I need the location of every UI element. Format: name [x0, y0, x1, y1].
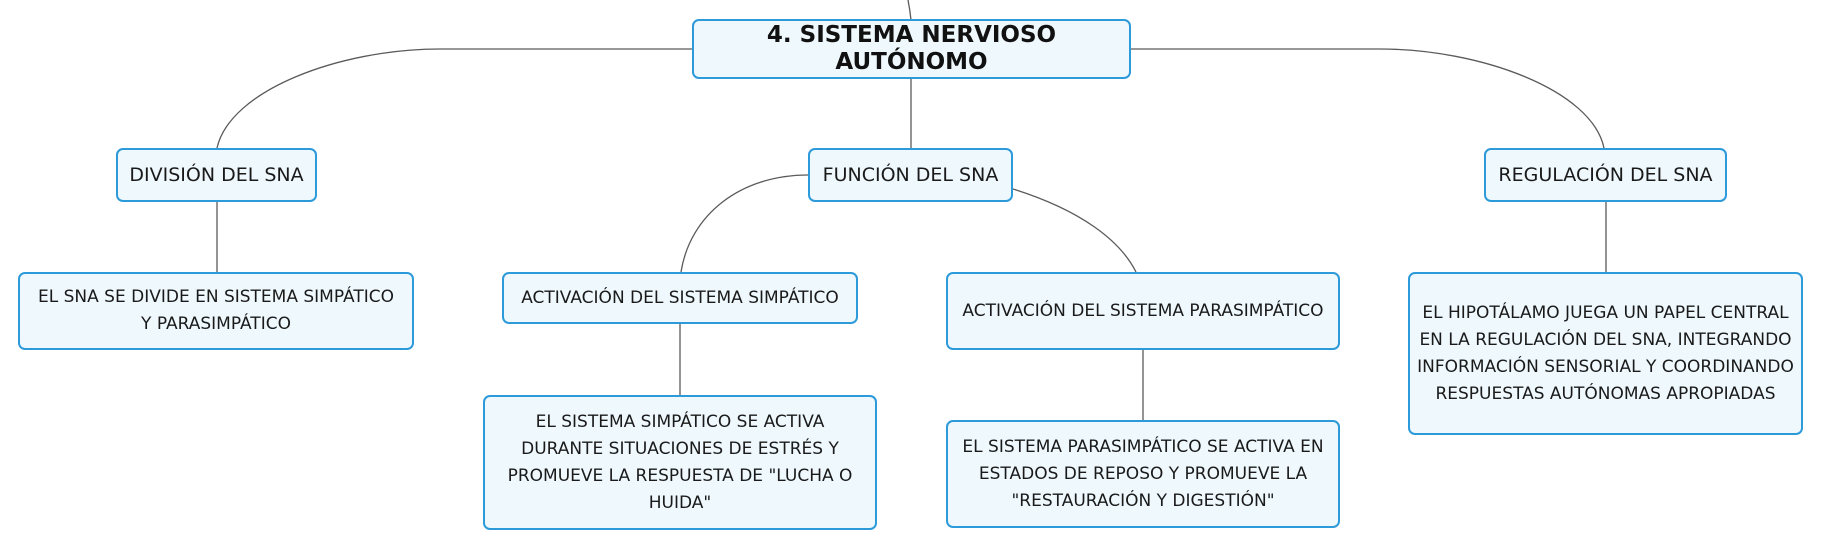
- parasimpatico-activation-node[interactable]: ACTIVACIÓN DEL SISTEMA PARASIMPÁTICO: [946, 272, 1340, 350]
- parasimpatico-activation-label: ACTIVACIÓN DEL SISTEMA PARASIMPÁTICO: [962, 300, 1324, 321]
- simpatico-detail-node[interactable]: EL SISTEMA SIMPÁTICO SE ACTIVA DURANTE S…: [483, 395, 877, 530]
- division-detail-node[interactable]: EL SNA SE DIVIDE EN SISTEMA SIMPÁTICO Y …: [18, 272, 414, 350]
- topic-division-label: DIVISIÓN DEL SNA: [129, 163, 304, 186]
- root-node-label: 4. SISTEMA NERVIOSO AUTÓNOMO: [766, 22, 1057, 75]
- topic-funcion-node[interactable]: FUNCIÓN DEL SNA: [808, 148, 1013, 202]
- division-detail-text: EL SNA SE DIVIDE EN SISTEMA SIMPÁTICO Y …: [38, 287, 394, 334]
- simpatico-detail-text: EL SISTEMA SIMPÁTICO SE ACTIVA DURANTE S…: [507, 411, 853, 513]
- connector-parent-to-root: [907, 0, 912, 21]
- regulacion-detail-node[interactable]: EL HIPOTÁLAMO JUEGA UN PAPEL CENTRAL EN …: [1408, 272, 1803, 435]
- topic-funcion-label: FUNCIÓN DEL SNA: [822, 163, 999, 186]
- connector-root-to-division: [216, 48, 693, 149]
- topic-regulacion-label: REGULACIÓN DEL SNA: [1498, 163, 1713, 186]
- root-node[interactable]: 4. SISTEMA NERVIOSO AUTÓNOMO: [692, 19, 1131, 79]
- connector-root-to-regulacion: [1131, 48, 1605, 149]
- connector-funcion-to-simpatico: [680, 174, 809, 273]
- regulacion-detail-text: EL HIPOTÁLAMO JUEGA UN PAPEL CENTRAL EN …: [1417, 302, 1794, 404]
- topic-regulacion-node[interactable]: REGULACIÓN DEL SNA: [1484, 148, 1727, 202]
- parasimpatico-detail-text: EL SISTEMA PARASIMPÁTICO SE ACTIVA EN ES…: [962, 436, 1324, 511]
- parasimpatico-detail-node[interactable]: EL SISTEMA PARASIMPÁTICO SE ACTIVA EN ES…: [946, 420, 1340, 528]
- simpatico-activation-node[interactable]: ACTIVACIÓN DEL SISTEMA SIMPÁTICO: [502, 272, 858, 324]
- topic-division-node[interactable]: DIVISIÓN DEL SNA: [116, 148, 317, 202]
- simpatico-activation-label: ACTIVACIÓN DEL SISTEMA SIMPÁTICO: [521, 287, 839, 308]
- connector-funcion-to-parasimpatico: [1012, 188, 1137, 273]
